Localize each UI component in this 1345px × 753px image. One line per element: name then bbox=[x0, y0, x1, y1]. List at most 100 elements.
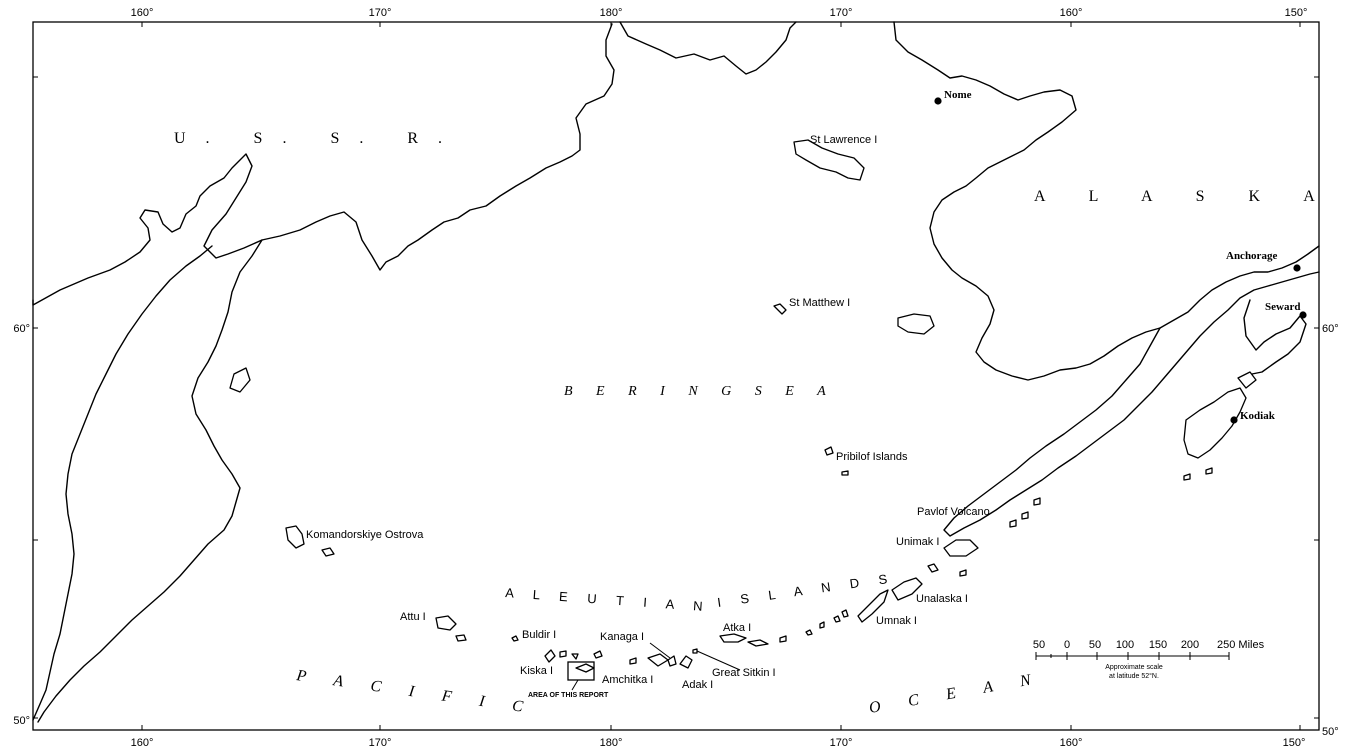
anchorage-marker bbox=[1293, 264, 1301, 272]
label-st-matthew: St Matthew I bbox=[789, 297, 850, 309]
attu-island-shape bbox=[435, 615, 457, 631]
kanaga-island-shape bbox=[667, 655, 677, 667]
lat-left-60: 60° bbox=[13, 323, 30, 335]
scale-num-150: 150 bbox=[1149, 639, 1167, 651]
alaska-peninsula-coastline bbox=[943, 271, 1320, 537]
alaska-coastline bbox=[893, 21, 1320, 381]
lon-top-170: 170° bbox=[369, 7, 392, 19]
pribilof-island-2 bbox=[841, 470, 849, 476]
semidi-island-shape bbox=[1205, 467, 1213, 475]
afognak-island-shape bbox=[1237, 371, 1257, 389]
lat-left-50: 50° bbox=[13, 715, 30, 727]
region-aleutian: A L E U T I A N bbox=[505, 585, 711, 614]
medny-island-shape bbox=[321, 547, 335, 557]
akutan-island-shape bbox=[927, 563, 939, 573]
label-kiska: Kiska I bbox=[520, 665, 553, 677]
amlia-island-shape bbox=[747, 639, 769, 647]
islands-of-four-mountains-3 bbox=[833, 615, 841, 623]
label-atka: Atka I bbox=[723, 622, 751, 634]
nome-marker bbox=[934, 97, 942, 105]
chirikof-island-shape bbox=[1183, 473, 1191, 481]
label-great-sitkin: Great Sitkin I bbox=[712, 667, 776, 679]
pribilof-island-1 bbox=[824, 446, 834, 456]
adak-island-shape bbox=[679, 655, 693, 669]
scale-num-100: 100 bbox=[1116, 639, 1134, 651]
lon-bottom-160w: 160° bbox=[1060, 737, 1083, 749]
city-nome: Nome bbox=[944, 89, 972, 101]
agattu-island-shape bbox=[455, 634, 467, 642]
st-matthew-island-shape bbox=[773, 303, 787, 315]
label-adak: Adak I bbox=[682, 679, 713, 691]
st-lawrence-island-shape bbox=[793, 139, 865, 181]
lon-top-150w: 150° bbox=[1285, 7, 1308, 19]
unalaska-island-shape bbox=[891, 577, 923, 601]
lon-top-160w-left: 160° bbox=[131, 7, 154, 19]
kamchatka-coastline bbox=[37, 239, 263, 723]
label-komandorskiye: Komandorskiye Ostrova bbox=[306, 529, 424, 541]
label-st-lawrence: St Lawrence I bbox=[810, 134, 877, 146]
longitude-labels-top: 160° 170° 180° 170° 160° 150° bbox=[131, 7, 1308, 19]
scale-note-line2: at latitude 52°N. bbox=[1109, 672, 1159, 680]
longitude-labels-bottom: 160° 170° 180° 170° 160° 150° bbox=[131, 737, 1306, 749]
karaginsky-island-shape bbox=[229, 367, 251, 393]
region-pacific: P A C I F I C bbox=[294, 667, 535, 717]
islands bbox=[229, 139, 1257, 673]
seguam-island-shape bbox=[779, 635, 787, 643]
shumagin-2 bbox=[1021, 511, 1029, 520]
city-seward: Seward bbox=[1265, 301, 1300, 313]
lon-bottom-150w: 150° bbox=[1283, 737, 1306, 749]
lon-bottom-180: 180° bbox=[600, 737, 623, 749]
scale-num-250-miles: 250 Miles bbox=[1217, 639, 1265, 651]
kodiak-island-shape bbox=[1183, 387, 1247, 459]
segula-island-shape bbox=[559, 650, 567, 658]
lon-top-170w: 170° bbox=[830, 7, 853, 19]
kamchatka-east-coastline bbox=[32, 245, 213, 721]
lon-bottom-170w: 170° bbox=[830, 737, 853, 749]
shumagin-1 bbox=[1009, 519, 1017, 528]
label-unimak: Unimak I bbox=[896, 536, 939, 548]
label-attu: Attu I bbox=[400, 611, 426, 623]
lat-right-50: 50° bbox=[1322, 726, 1339, 738]
semisopochnoi-island-shape bbox=[593, 650, 603, 659]
buldir-island-shape bbox=[511, 635, 519, 642]
shumagin-3 bbox=[1033, 497, 1041, 506]
frame-ticks bbox=[33, 22, 1319, 730]
label-area-of-report: AREA OF THIS REPORT bbox=[528, 692, 609, 699]
scale-note-line1: Approximate scale bbox=[1105, 664, 1163, 671]
great-sitkin-island-shape bbox=[692, 648, 698, 654]
scale-num-0: 0 bbox=[1064, 639, 1070, 651]
tanaga-island-shape bbox=[647, 653, 669, 667]
nunivak-island-shape bbox=[897, 313, 935, 335]
kodiak-marker bbox=[1230, 416, 1238, 424]
region-bering-sea: B E R I N G S E A bbox=[564, 384, 836, 399]
islands-of-four-mountains-2 bbox=[819, 621, 825, 629]
asia-coastline bbox=[32, 21, 797, 306]
city-anchorage: Anchorage bbox=[1226, 250, 1277, 262]
unimak-island-shape bbox=[943, 539, 979, 557]
islands-of-four-mountains-1 bbox=[805, 629, 813, 636]
rat-island-shape bbox=[571, 653, 579, 660]
map-frame bbox=[32, 21, 1320, 731]
lon-top-180: 180° bbox=[600, 7, 623, 19]
scale-num-50: 50 bbox=[1089, 639, 1101, 651]
atka-island-shape bbox=[719, 633, 747, 643]
label-umnak: Umnak I bbox=[876, 615, 917, 627]
islands-of-four-mountains-4 bbox=[841, 609, 849, 618]
region-alaska: A L A S K A bbox=[1034, 188, 1335, 205]
lon-bottom-170: 170° bbox=[369, 737, 392, 749]
label-pavlof: Pavlof Volcano bbox=[917, 506, 990, 518]
city-kodiak: Kodiak bbox=[1240, 410, 1276, 422]
scale-num-50-left: 50 bbox=[1033, 639, 1045, 651]
label-unalaska: Unalaska I bbox=[916, 593, 968, 605]
seward-marker bbox=[1299, 311, 1307, 319]
kiska-island-shape bbox=[544, 649, 556, 663]
region-ussr: U. S. S. R. bbox=[174, 130, 462, 147]
sanak-island-shape bbox=[959, 569, 967, 577]
gareloi-island-shape bbox=[629, 657, 637, 665]
amchitka-island-shape bbox=[575, 663, 595, 673]
label-kanaga: Kanaga I bbox=[600, 631, 644, 643]
lat-right-60: 60° bbox=[1322, 323, 1339, 335]
scale-bar: 50 0 50 100 150 200 250 Miles Approximat… bbox=[1033, 639, 1265, 680]
great-sitkin-leader bbox=[696, 650, 741, 671]
